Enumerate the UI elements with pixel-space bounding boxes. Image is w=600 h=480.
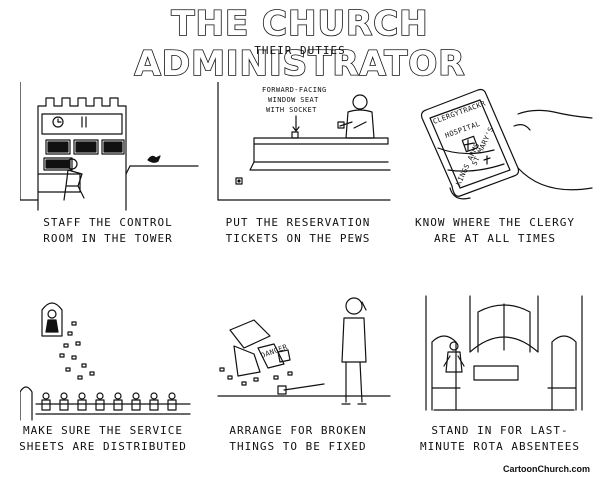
caption-reservation-tickets: PUT THE RESERVATION TICKETS ON THE PEWS xyxy=(225,216,371,245)
caption-rota-absentees: STAND IN FOR LAST- MINUTE ROTA ABSENTEES xyxy=(419,424,581,453)
caption-broken-things: ARRANGE FOR BROKEN THINGS TO BE FIXED xyxy=(229,424,367,453)
note-line-2: WINDOW SEAT xyxy=(268,96,319,104)
panel-rota-absentees xyxy=(414,292,594,422)
note-line-3: WITH SOCKET xyxy=(266,106,317,114)
congregation-row xyxy=(41,392,177,411)
note-line-1: FORWARD-FACING xyxy=(262,86,327,94)
control-room-illustration xyxy=(20,82,199,211)
pew-illustration: FORWARD-FACING WINDOW SEAT WITH SOCKET xyxy=(217,82,391,201)
caption-control-room: STAFF THE CONTROL ROOM IN THE TOWER xyxy=(43,216,173,245)
altar-illustration xyxy=(425,295,583,411)
caption-service-sheets: MAKE SURE THE SERVICE SHEETS ARE DISTRIB… xyxy=(19,424,187,453)
panel-broken-things: DANGER xyxy=(214,292,394,422)
page-subtitle: THEIR DUTIES xyxy=(254,44,346,57)
service-sheets-illustration xyxy=(20,302,191,421)
panel-reservation-tickets: FORWARD-FACING WINDOW SEAT WITH SOCKET xyxy=(214,82,394,212)
broken-things-illustration: DANGER xyxy=(217,297,391,405)
panel-clergy-tracker: CLERGYTRACKR HOSPITAL ST MARY'S KINGS AR… xyxy=(414,78,594,208)
panel-control-room xyxy=(20,82,200,212)
phone-illustration: CLERGYTRACKR HOSPITAL ST MARY'S KINGS AR… xyxy=(420,88,593,200)
credit-link[interactable]: CartoonChurch.com xyxy=(502,464,590,474)
caption-clergy-tracker: KNOW WHERE THE CLERGY ARE AT ALL TIMES xyxy=(414,216,576,245)
panel-service-sheets xyxy=(20,292,200,422)
page-title: THE CHURCH ADMINISTRATOR xyxy=(134,3,466,85)
